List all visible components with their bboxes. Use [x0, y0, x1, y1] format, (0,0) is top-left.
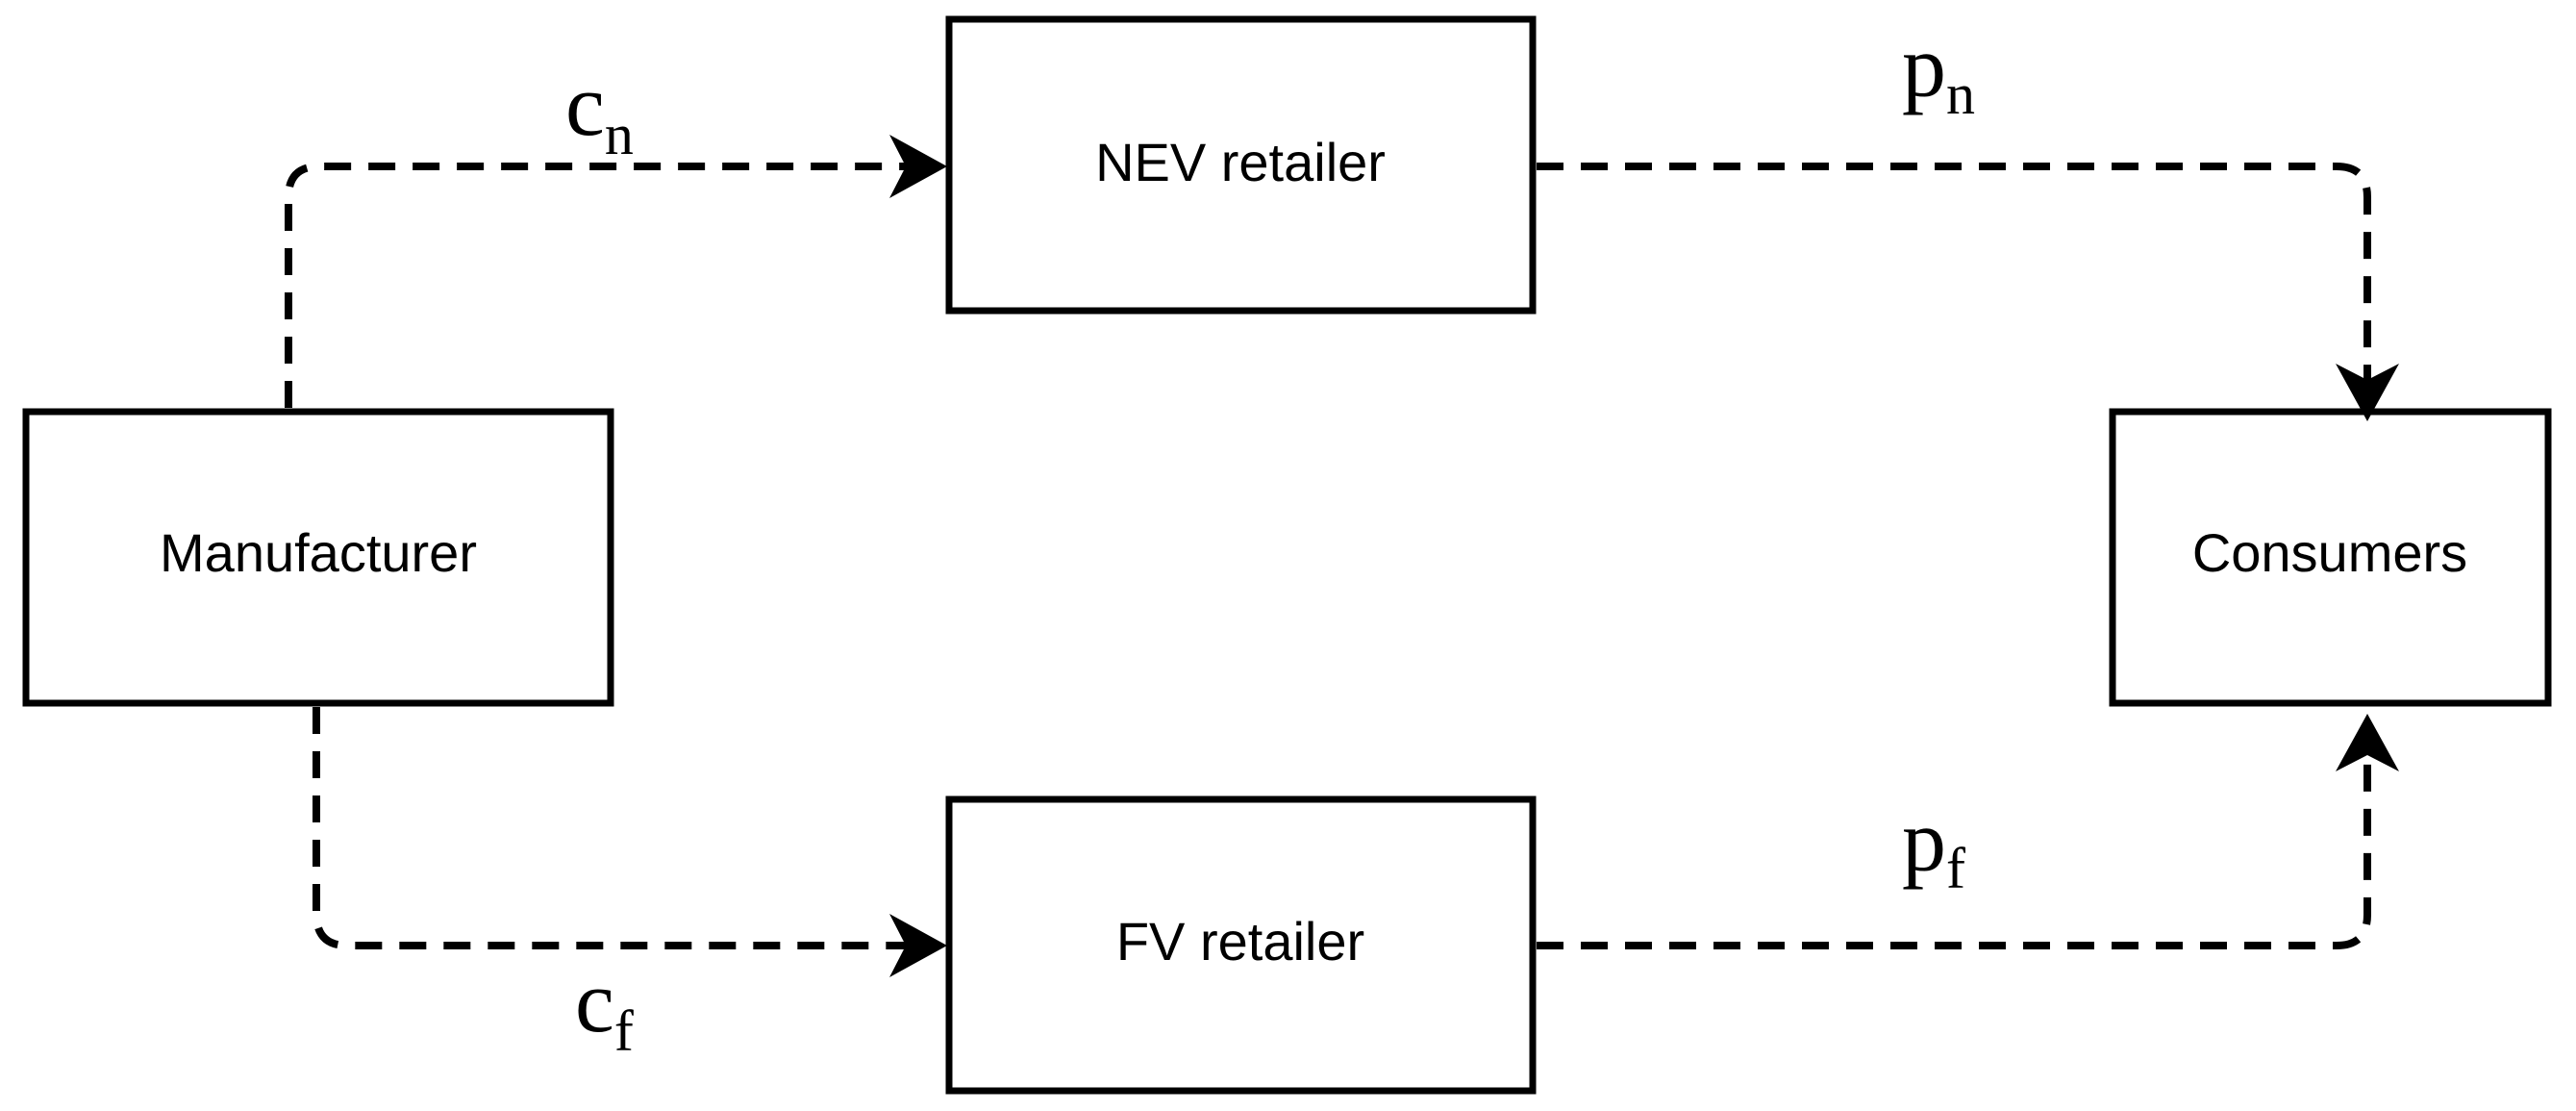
fv-retailer-box: [945, 795, 1537, 1095]
arrowhead-nev-to-consumers: [2336, 364, 2399, 421]
nev-retailer-label: NEV retailer: [1095, 132, 1386, 192]
consumers-label: Consumers: [2192, 522, 2467, 583]
manufacturer-label: Manufacturer: [160, 522, 477, 583]
manufacturer-node: Manufacturer: [22, 408, 614, 707]
fv-retailer-node: FV retailer: [945, 795, 1537, 1095]
arrowhead-to-nev: [889, 135, 947, 198]
edge-label-cn: cn: [565, 56, 634, 166]
arrowhead-to-fv: [889, 914, 947, 977]
edge-manufacturer-to-nev: [285, 163, 913, 408]
manufacturer-box: [22, 408, 614, 707]
edge-label-cf: cf: [575, 952, 634, 1063]
nev-retailer-box: [945, 15, 1537, 315]
consumers-node: Consumers: [2109, 408, 2552, 707]
edge-manufacturer-to-fv: [313, 707, 913, 949]
edge-nev-to-consumers: [1537, 163, 2371, 380]
fv-retailer-label: FV retailer: [1116, 911, 1364, 972]
edge-fv-to-consumers: [1537, 760, 2371, 949]
nev-retailer-node: NEV retailer: [945, 15, 1537, 315]
edge-label-pn: pn: [1902, 17, 1975, 126]
consumers-box: [2109, 408, 2552, 707]
edge-label-pf: pf: [1902, 792, 1965, 900]
arrowhead-fv-to-consumers: [2336, 714, 2399, 771]
